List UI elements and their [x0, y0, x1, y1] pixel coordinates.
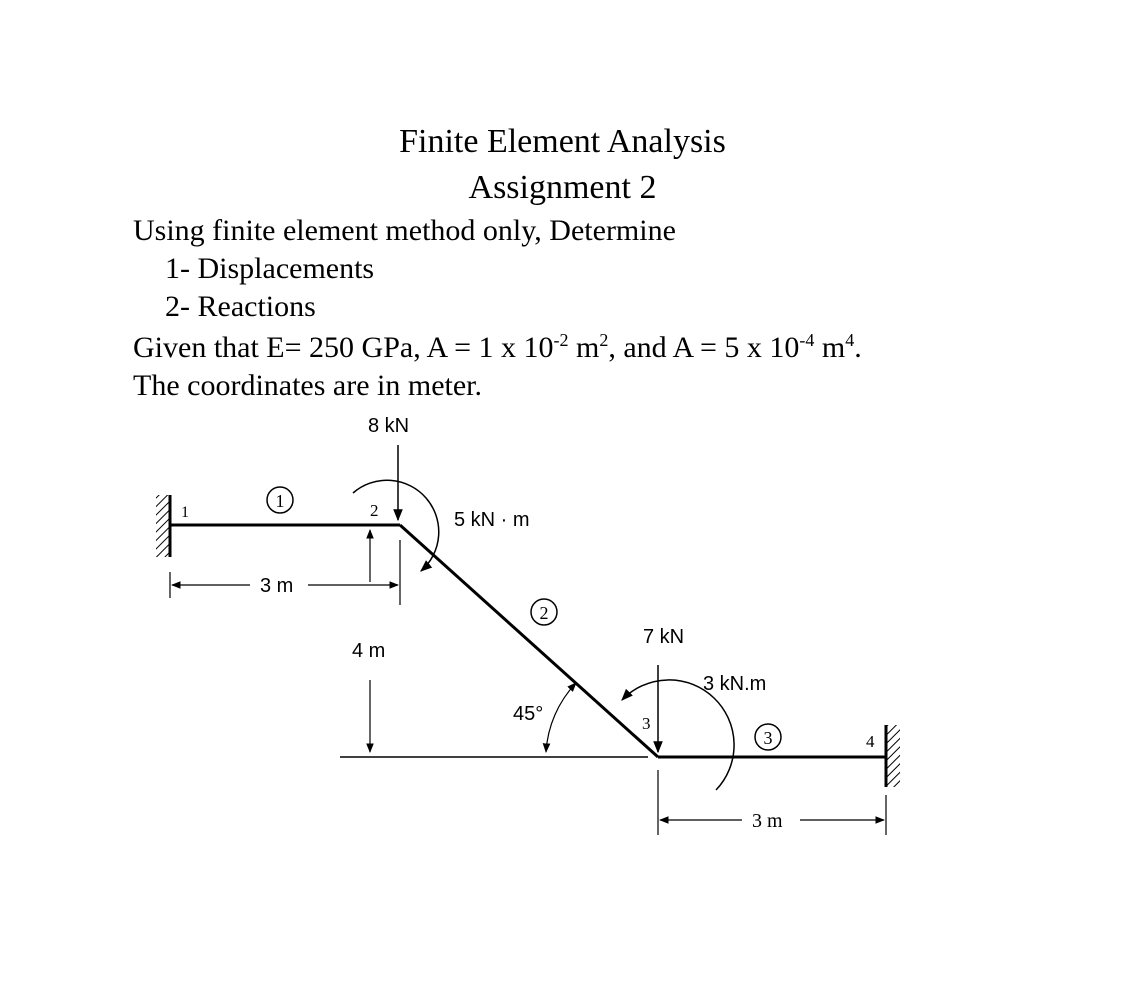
- element-number-3: 3: [764, 728, 773, 748]
- dimension-label-span-3: 3 m: [752, 810, 783, 832]
- dimension-span-3: [657, 770, 887, 835]
- element-label-3: 3: [754, 723, 782, 751]
- given-text-4: m: [814, 331, 846, 364]
- task-item-reactions: 2- Reactions: [165, 290, 316, 323]
- angle-arc-45: [542, 682, 577, 753]
- given-text-5: .: [854, 331, 862, 364]
- moment-label-node-2: 5 kN · m: [454, 509, 530, 531]
- document-title: Finite Element Analysis: [399, 123, 726, 160]
- document-subtitle: Assignment 2: [468, 169, 657, 206]
- element-number-2: 2: [540, 603, 549, 623]
- fixed-support-right: [884, 725, 900, 787]
- frame-structure-diagram: 1 2 3 4 1 2 3 8 kN 7 kN 5 kN · m 3 kN.m …: [156, 415, 900, 835]
- fixed-support-left: [156, 495, 172, 557]
- force-label-node-2: 8 kN: [368, 415, 409, 437]
- task-item-displacements: 1- Displacements: [165, 252, 375, 285]
- given-text-1: Given that E= 250 GPa, A = 1 x 10: [133, 331, 554, 364]
- node-label-3: 3: [642, 714, 651, 733]
- given-text-2: m: [568, 331, 600, 364]
- node-label-1: 1: [181, 504, 189, 521]
- given-properties: Given that E= 250 GPa, A = 1 x 10-2 m2, …: [133, 330, 862, 366]
- node-label-4: 4: [866, 732, 875, 751]
- dimension-label-height: 4 m: [352, 640, 385, 662]
- given-text-3: , and A = 5 x 10: [608, 331, 800, 364]
- given-exponent-2: 2: [599, 330, 609, 350]
- element-number-1: 1: [276, 491, 285, 511]
- element-label-2: 2: [530, 598, 558, 626]
- given-exponent-4: 4: [845, 330, 855, 350]
- force-label-node-3: 7 kN: [643, 626, 684, 648]
- given-exponent-3: -4: [799, 330, 815, 350]
- moment-arrow-node-3: [621, 679, 735, 791]
- node-label-2: 2: [370, 501, 379, 520]
- dimension-span-1: [169, 540, 401, 605]
- angle-label-45: 45°: [513, 703, 543, 725]
- problem-intro: Using finite element method only, Determ…: [133, 214, 676, 247]
- dimension-label-span-1: 3 m: [260, 575, 293, 597]
- units-note: The coordinates are in meter.: [133, 369, 483, 402]
- moment-label-node-3: 3 kN.m: [703, 673, 766, 695]
- given-exponent-1: -2: [553, 330, 569, 350]
- element-label-1: 1: [266, 486, 294, 514]
- element-2: [398, 523, 660, 759]
- moment-arrow-node-2: [352, 479, 440, 572]
